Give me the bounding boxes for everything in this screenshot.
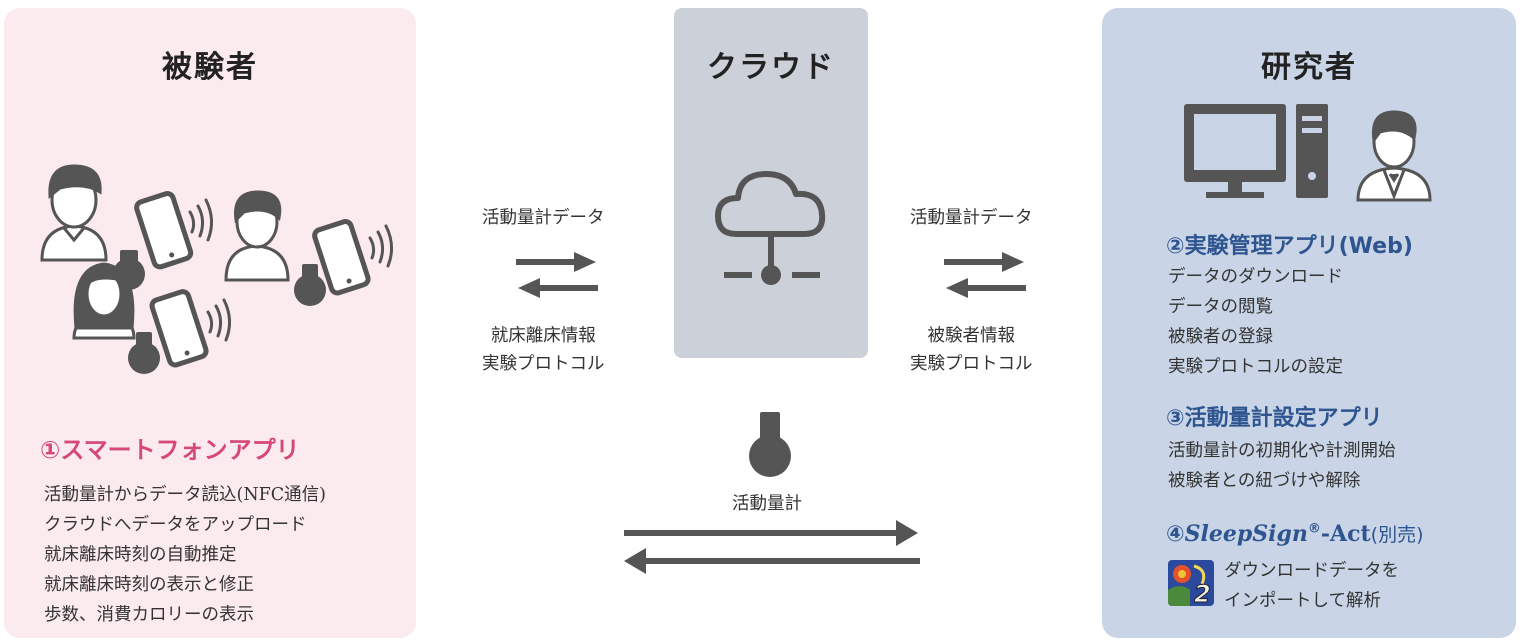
list-item: 被験者の登録 [1168,327,1273,347]
list-item: 活動量計からデータ読込(NFC通信) [44,485,326,505]
list-item: 就床離床時刻の表示と修正 [44,575,254,595]
cloud-panel: クラウド [674,8,868,358]
smartphone-icon [149,289,209,368]
list-item: 被験者との紐づけや解除 [1168,471,1361,491]
signal-waves-icon [188,198,213,242]
sleepsign-app-description: ダウンロードデータを インポートして解析 [1224,556,1399,616]
activity-tracker-icon [749,412,791,477]
experiment-app-features: データのダウンロード データの閲覧 被験者の登録 実験プロトコルの設定 [1168,262,1343,382]
right-upload-label: 活動量計データ [910,208,1033,228]
tracker-setup-app-features: 活動量計の初期化や計測開始 被験者との紐づけや解除 [1168,436,1396,496]
subjects-illustration [40,164,393,374]
list-item: 就床離床時刻の自動推定 [44,545,237,565]
cloud-title: クラウド [707,50,835,85]
signal-waves-icon [368,224,393,268]
list-item: データのダウンロード [1168,267,1343,287]
subjects-title: 被験者 [162,50,258,85]
svg-text:2: 2 [1194,580,1211,606]
activity-tracker-icon [294,264,326,306]
computer-tower-icon [1296,104,1328,198]
signal-waves-icon [206,298,231,342]
list-item: クラウドへデータをアップロード [44,515,307,535]
tracker-setup-app-title: ③活動量計設定アプリ [1166,406,1383,431]
device-label: 活動量計 [732,494,802,514]
monitor-icon [1184,104,1286,198]
arrow-right-icon [516,252,596,272]
experiment-app-title: ②実験管理アプリ(Web) [1166,234,1413,259]
sleepsign-app-icon: 2 [1168,560,1214,606]
list-item: データの閲覧 [1168,297,1273,317]
smartphone-app-features: 活動量計からデータ読込(NFC通信) クラウドへデータをアップロード 就床離床時… [44,480,326,630]
left-download-label: 就床離床情報 実験プロトコル [482,326,605,374]
arrow-right-icon [944,252,1024,272]
list-item: 実験プロトコルの設定 [1168,357,1343,377]
sleepsign-app-title: ④SleepSign®-Act(別売) [1166,521,1424,547]
person-icon [40,164,108,262]
researcher-panel: 研究者 ②実験管理アプリ(Web) データのダウンロード データの閲覧 被験者の… [1102,8,1516,638]
device-exchange-arrows [624,520,920,574]
smartphone-icon [134,191,194,270]
arrow-left-icon [518,278,598,298]
person-icon [224,190,290,282]
cloud-network-icon [715,171,826,285]
list-item: 活動量計の初期化や計測開始 [1168,441,1396,461]
smartphone-icon [312,219,371,296]
smartphone-app-title: ①スマートフォンアプリ [40,436,300,464]
person-icon [72,262,136,340]
activity-tracker-icon [128,332,160,374]
description-line: ダウンロードデータを [1224,561,1399,581]
arrow-left-icon [624,548,920,574]
list-item: 歩数、消費カロリーの表示 [44,605,254,625]
right-download-label: 被験者情報 実験プロトコル [910,326,1033,374]
researcher-title: 研究者 [1261,50,1357,85]
description-line: インポートして解析 [1224,591,1381,611]
researcher-person-icon [1356,110,1432,202]
researcher-illustration [1184,104,1432,202]
left-upload-label: 活動量計データ [482,208,605,228]
arrow-left-icon [946,278,1026,298]
arrow-right-icon [624,520,918,546]
right-exchange-arrows [944,252,1026,298]
subjects-panel: 被験者 [4,8,416,638]
left-exchange-arrows [516,252,598,298]
